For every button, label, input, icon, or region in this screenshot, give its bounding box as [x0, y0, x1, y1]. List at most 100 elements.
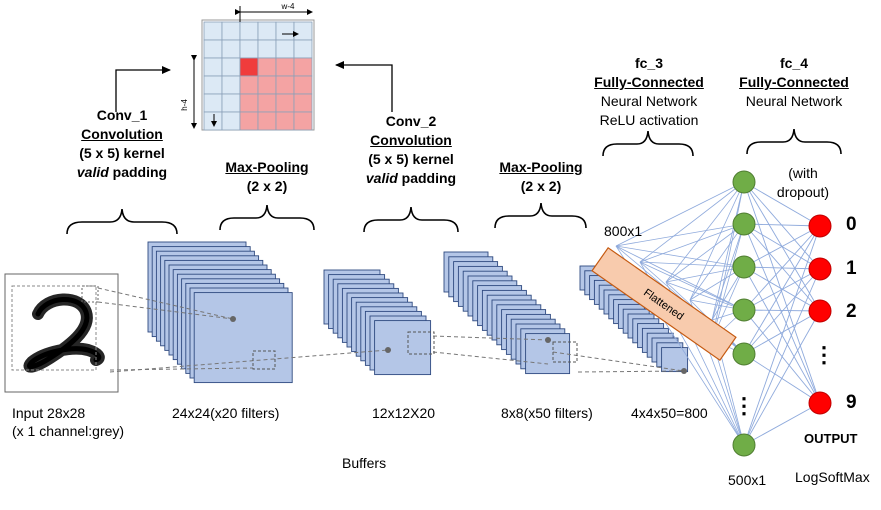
hidden-node: [732, 170, 756, 194]
output-digit-2: 2: [846, 301, 857, 322]
connection-edge: [639, 261, 745, 311]
label-fc3: fc_3 Fully-Connected Neural Network ReLU…: [594, 55, 704, 128]
inset-cell: [239, 111, 259, 131]
label-size-pool2: 4x4x50=800: [631, 405, 708, 421]
nn-nodes: [732, 170, 832, 457]
inset-cell: [293, 75, 313, 95]
output-digit-1: 1: [846, 258, 857, 279]
projection-boxes: [252, 331, 578, 370]
projection-dots: [230, 316, 687, 374]
connection-edge: [665, 266, 745, 283]
connection-edge: [711, 181, 745, 341]
inset-cell: [221, 75, 241, 95]
output-node: [808, 214, 832, 238]
inset-cell: [221, 39, 241, 59]
connection-edge: [743, 309, 821, 312]
connection-edge: [743, 223, 821, 227]
connection-edge: [743, 225, 821, 268]
convolution-inset: w-4 h-4: [180, 2, 315, 131]
stack-conv2: [443, 251, 571, 375]
connection-edge: [743, 225, 821, 355]
label-dropout: (with dropout): [776, 165, 830, 200]
label-output: OUTPUT: [804, 431, 858, 446]
inset-cell: [239, 75, 259, 95]
connection-edge: [743, 310, 821, 446]
connection-edge: [615, 245, 745, 311]
inset-cell: [257, 57, 277, 77]
hidden-node: [732, 342, 756, 366]
output-node: [808, 257, 832, 281]
output-digit-0: 0: [846, 214, 857, 235]
brace-pool1: [219, 204, 315, 231]
brace-conv1: [66, 208, 178, 235]
connection-edge: [743, 268, 821, 446]
layer-braces: [66, 128, 842, 235]
inset-cell: [293, 111, 313, 131]
connection-edge: [689, 223, 745, 301]
hidden-node: [732, 298, 756, 322]
label-hidden-size: 500x1: [728, 472, 767, 488]
connection-edge: [665, 223, 745, 283]
inset-cell: [221, 111, 241, 131]
output-digit-9: 9: [846, 392, 857, 413]
inset-cell: [257, 21, 277, 41]
inset-cell: [293, 21, 313, 41]
inset-cell: [275, 57, 295, 77]
brace-fc4: [746, 128, 842, 155]
label-conv1: Conv_1 Convolution (5 x 5) kernel valid …: [76, 107, 168, 180]
inset-cell: [239, 39, 259, 59]
inset-cell: [203, 57, 223, 77]
hidden-node: [732, 255, 756, 279]
connection-edge: [615, 181, 745, 247]
connection-edge: [743, 402, 821, 446]
label-pool2: Max-Pooling (2 x 2): [499, 159, 583, 194]
inset-cell: [239, 21, 259, 41]
brace-fc3: [602, 130, 694, 157]
connection-edge: [711, 223, 745, 341]
arrow-conv1-to-inset: [115, 66, 171, 112]
feature-map: [374, 320, 432, 376]
inset-cell: [221, 21, 241, 41]
connection-edge: [743, 225, 821, 311]
connection-edge: [743, 181, 821, 227]
inset-w-label: w-4: [281, 2, 295, 11]
inset-cell: [257, 111, 277, 131]
connection-edge: [743, 268, 821, 355]
label-pool1: Max-Pooling (2 x 2): [225, 159, 309, 194]
inset-cell: [257, 93, 277, 113]
inset-cell: [275, 93, 295, 113]
connection-edge: [639, 223, 745, 263]
connection-edge: [743, 223, 821, 404]
label-buffers: Buffers: [342, 455, 387, 471]
inset-cell: [293, 93, 313, 113]
inset-cell: [257, 39, 277, 59]
inset-cell: [203, 75, 223, 95]
inset-cell: [275, 39, 295, 59]
feature-map-stacks: [147, 241, 689, 384]
hidden-ellipsis: ⋮: [733, 393, 755, 418]
brace-pool2: [494, 202, 587, 229]
inset-cell: [239, 93, 259, 113]
label-size-conv2: 8x8(x50 filters): [501, 405, 593, 421]
inset-grid: [203, 21, 313, 131]
connection-edge: [711, 181, 745, 321]
input-image: [4, 273, 119, 393]
connection-edge: [743, 181, 821, 404]
inset-h-label: h-4: [180, 99, 189, 111]
inset-cell: [221, 93, 241, 113]
inset-cell: [257, 75, 277, 95]
stack-conv1: [147, 241, 293, 384]
label-input: Input 28x28 (x 1 channel:grey): [12, 405, 125, 439]
hidden-node: [732, 212, 756, 236]
inset-cell: [293, 39, 313, 59]
label-logsoftmax: LogSoftMax: [795, 469, 870, 485]
output-node: [808, 391, 832, 415]
label-size-conv1: 24x24(x20 filters): [172, 405, 280, 421]
connection-edge: [689, 181, 745, 301]
connection-edge: [639, 181, 745, 263]
inset-cell: [275, 111, 295, 131]
connection-edge: [711, 223, 745, 321]
connection-edge: [743, 181, 821, 270]
label-vector-size: 800x1: [604, 223, 643, 239]
connection-edge: [615, 245, 745, 268]
